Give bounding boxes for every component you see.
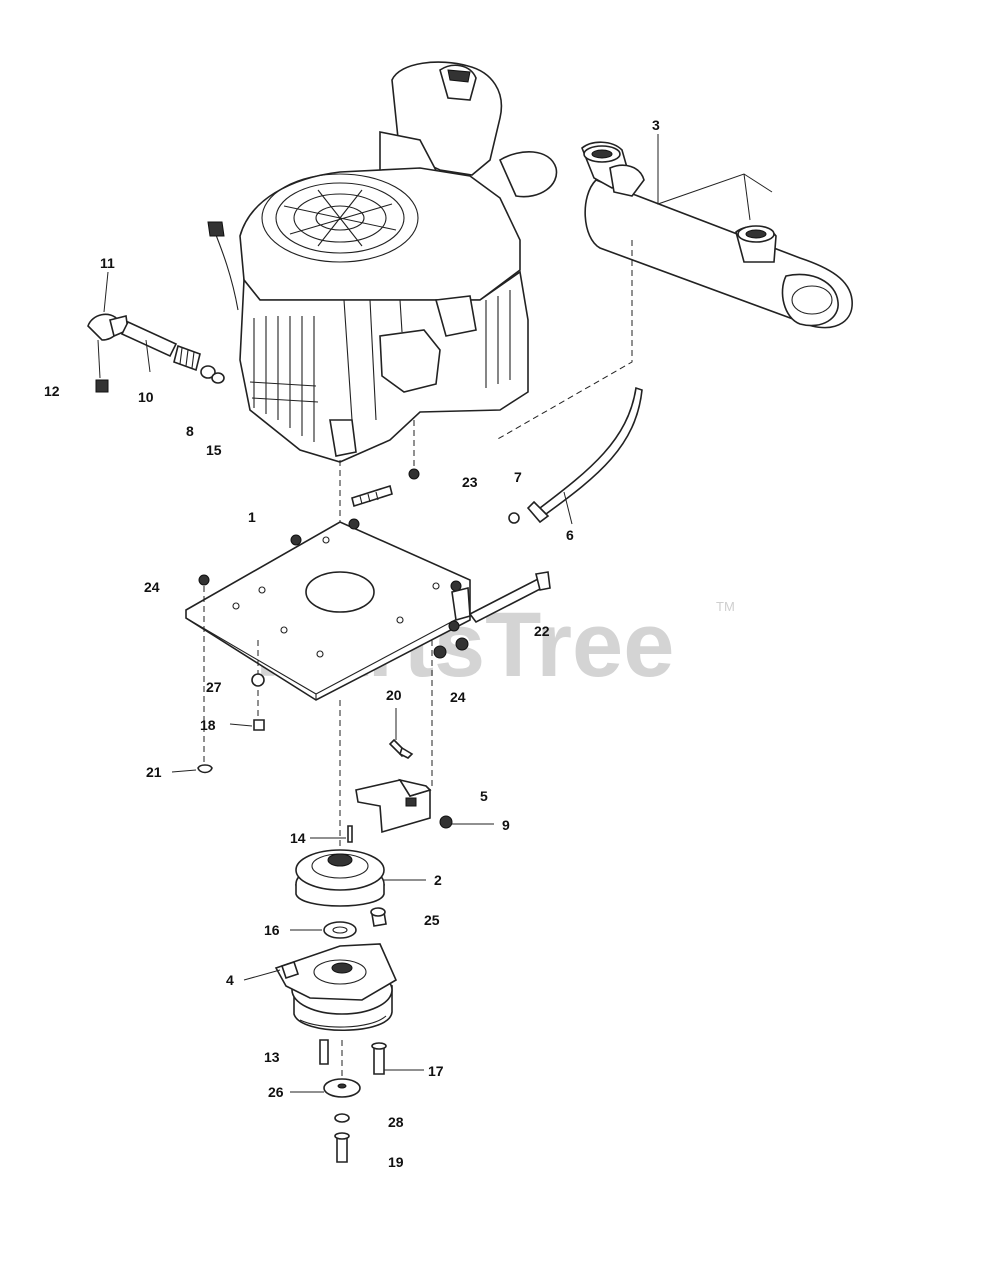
callout-24-left: 24	[144, 579, 160, 595]
engine-mount-plate	[185, 518, 471, 701]
callout-12: 12	[44, 383, 60, 399]
callout-17: 17	[428, 1063, 444, 1079]
callout-4: 4	[226, 972, 234, 988]
callout-24-right: 24	[450, 689, 466, 705]
spacer-washer	[323, 921, 357, 939]
pulley	[295, 849, 426, 907]
callout-22: 22	[534, 623, 550, 639]
callout-16: 16	[264, 922, 280, 938]
callout-8: 8	[186, 423, 194, 439]
callout-23: 23	[462, 474, 478, 490]
callout-10: 10	[138, 389, 154, 405]
callout-14: 14	[290, 830, 306, 846]
callout-9: 9	[502, 817, 510, 833]
callout-7: 7	[514, 469, 522, 485]
engine-mount-bolt	[351, 484, 393, 508]
clutch-bracket	[355, 778, 432, 834]
callout-27: 27	[206, 679, 222, 695]
callout-6: 6	[566, 527, 574, 543]
callout-2: 2	[434, 872, 442, 888]
callout-25: 25	[424, 912, 440, 928]
fuel-line	[508, 386, 643, 525]
engine-assembly	[207, 61, 558, 463]
callout-5: 5	[480, 788, 488, 804]
callout-26: 26	[268, 1084, 284, 1100]
electric-pto-clutch	[243, 943, 398, 1032]
callout-11: 11	[100, 255, 115, 271]
callout-21: 21	[146, 764, 162, 780]
callout-15: 15	[206, 442, 222, 458]
callout-13: 13	[264, 1049, 280, 1065]
watermark-trademark: TM	[716, 599, 735, 614]
muffler-assembly	[581, 134, 853, 329]
callout-20: 20	[386, 687, 402, 703]
callout-1: 1	[248, 509, 256, 525]
oil-drain-assembly	[87, 271, 225, 393]
callout-28: 28	[388, 1114, 404, 1130]
callout-18: 18	[200, 717, 216, 733]
callout-3: 3	[652, 117, 660, 133]
bracket-nut	[439, 815, 453, 829]
callout-19: 19	[388, 1154, 404, 1170]
